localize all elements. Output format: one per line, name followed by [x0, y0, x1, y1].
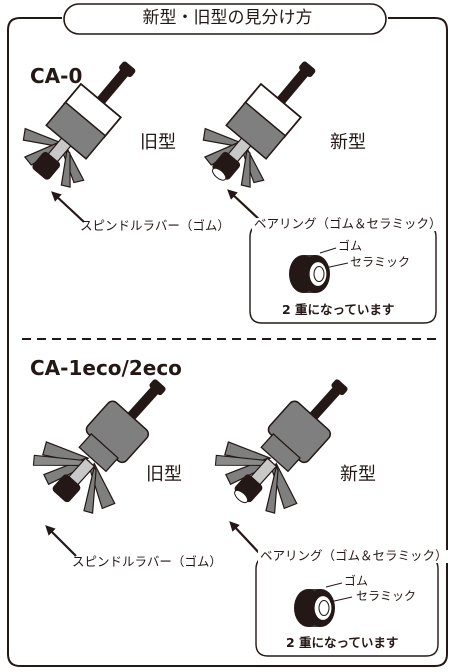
double-layer-note-1: 2 重になっています [282, 302, 395, 317]
leader-ceramic-1 [324, 262, 349, 269]
old-part-label-2: スピンドルラバー（ゴム） [72, 554, 222, 569]
old-type-label-2: 旧型 [146, 464, 182, 485]
rubber-label-2: ゴム [344, 574, 369, 588]
arrow-new-part-1 [227, 189, 263, 223]
page-title: 新型・旧型の見分け方 [142, 8, 313, 28]
arrow-old-part-2 [45, 525, 77, 557]
leader-rubber-2 [325, 582, 343, 588]
arrow-old-part-1 [51, 191, 85, 223]
new-type-label-2: 新型 [340, 464, 376, 485]
new-part-label-2: ベアリング（ゴム＆セラミック） [258, 548, 450, 563]
outer-frame [7, 17, 448, 667]
callout-box-2 [255, 556, 439, 657]
callout-box-1 [249, 224, 437, 324]
old-part-label-1: スピンドルラバー（ゴム） [80, 218, 230, 233]
ceramic-label-1: セラミック [350, 255, 411, 269]
leader-rubber-1 [319, 247, 337, 254]
ca0-new-impeller [202, 61, 316, 188]
bearing-closeup-1 [289, 255, 330, 293]
new-type-label-1: 新型 [330, 132, 366, 153]
model-heading-ca1eco: CA-1eco/2eco [30, 356, 182, 380]
arrow-new-part-2 [229, 521, 263, 557]
old-type-label-1: 旧型 [140, 132, 176, 153]
new-part-label-1: ベアリング（ゴム＆セラミック） [252, 216, 444, 231]
bearing-closeup-2 [294, 589, 335, 627]
rubber-label-1: ゴム [338, 239, 363, 253]
model-heading-ca0: CA-0 [30, 64, 83, 88]
leader-ceramic-2 [329, 596, 353, 603]
title-pill [63, 3, 387, 35]
double-layer-note-2: 2 重になっています [286, 635, 399, 650]
ca1eco-old-impeller [32, 379, 166, 514]
ca0-old-impeller [22, 61, 136, 188]
ca1eco-new-impeller [214, 379, 348, 514]
ceramic-label-2: セラミック [356, 589, 417, 603]
